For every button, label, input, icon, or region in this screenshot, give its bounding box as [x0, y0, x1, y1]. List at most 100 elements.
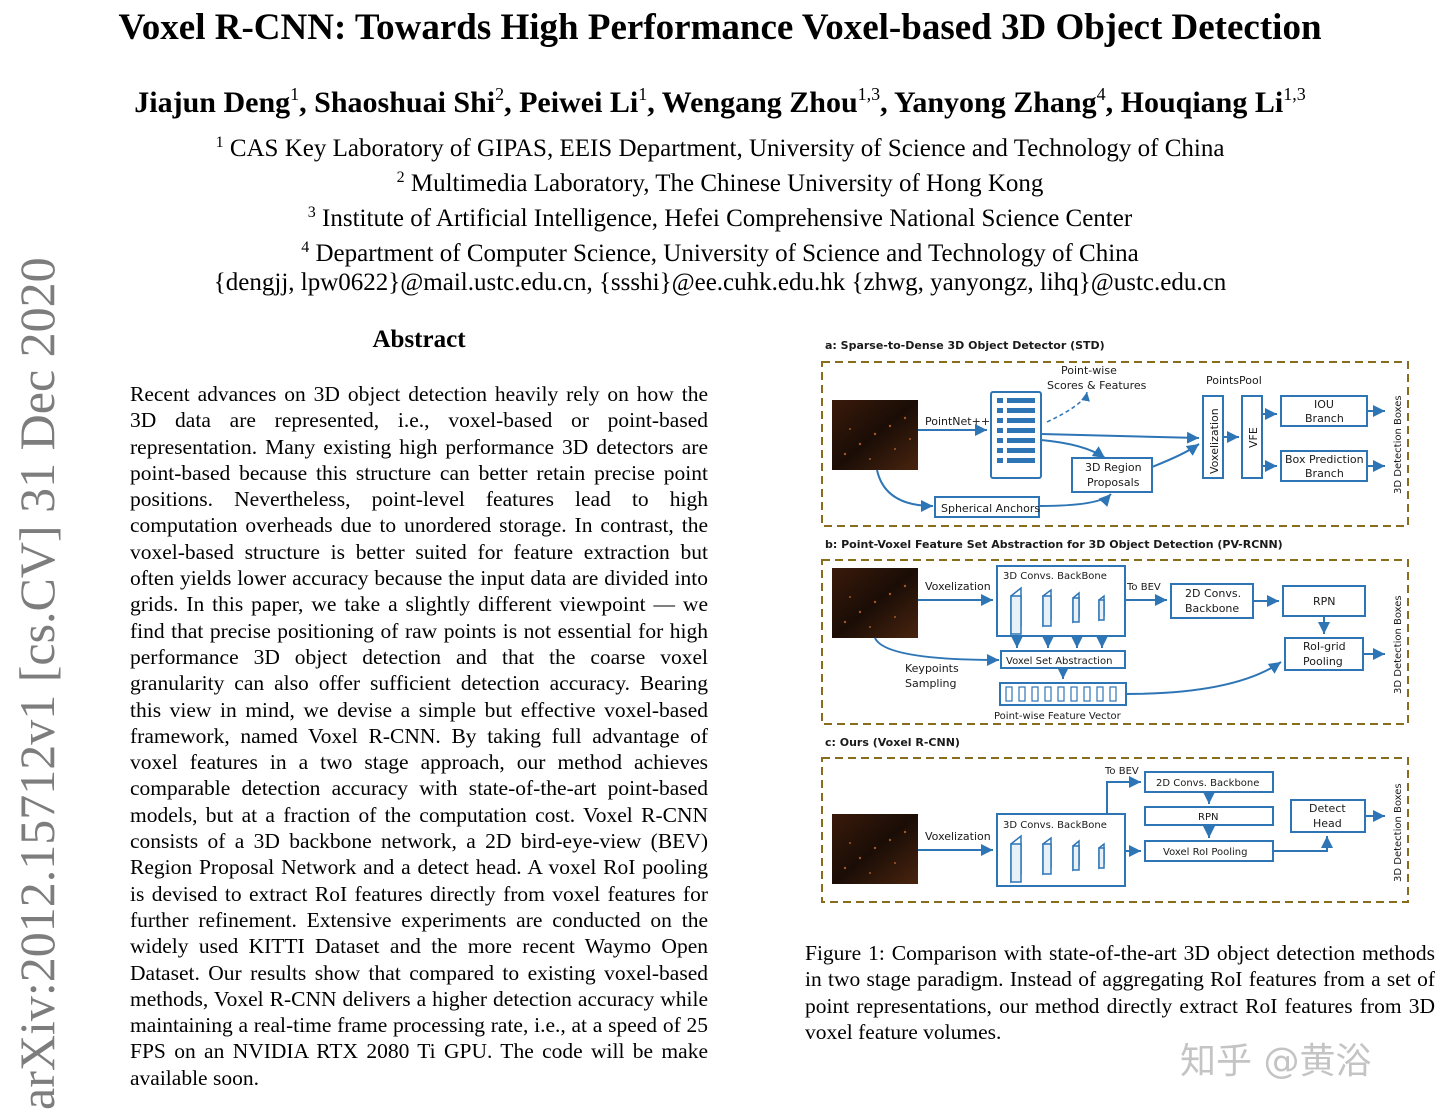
point-cloud-dots	[843, 416, 911, 460]
affiliations: 1 CAS Key Laboratory of GIPAS, EEIS Depa…	[0, 128, 1440, 297]
affil-text: CAS Key Laboratory of GIPAS, EEIS Depart…	[229, 135, 1225, 162]
affiliation-line: 4 Department of Computer Science, Univer…	[0, 233, 1440, 268]
pointnet-label: PointNet++	[925, 415, 990, 428]
arxiv-identifier: arXiv:2012.15712v1 [cs.CV] 31 Dec 2020	[9, 257, 65, 1110]
zhihu-watermark: 知乎 @黄浴	[1180, 1041, 1372, 1082]
arrow	[1273, 836, 1333, 852]
region-proposals-label: Proposals	[1087, 476, 1140, 489]
arrow	[1151, 443, 1200, 468]
feature-stack-cells	[997, 398, 1035, 463]
panel-a-label: a: Sparse-to-Dense 3D Object Detector (S…	[825, 339, 1105, 352]
vfe-box	[1241, 395, 1263, 479]
voxel-roi-pooling-label: Voxel RoI Pooling	[1163, 847, 1248, 858]
feature-vector-cells	[1005, 686, 1117, 702]
author-affil-mark: 4	[1096, 84, 1106, 104]
method-comparison-diagram: a: Sparse-to-Dense 3D Object Detector (S…	[821, 339, 1409, 903]
abstract-body: Recent advances on 3D object detection h…	[130, 382, 708, 1090]
backbone-2d-box	[1170, 583, 1254, 619]
affil-mark: 3	[307, 204, 316, 221]
author-name: Yanyong Zhang	[894, 86, 1097, 119]
arrow	[874, 637, 1000, 666]
rpn-box	[1282, 585, 1366, 617]
backbone-3d-label: 3D Convs. BackBone	[1003, 820, 1107, 831]
voxelization-label: Voxelization	[1208, 408, 1221, 474]
arrow	[1038, 493, 1112, 507]
rpn-label: RPN	[1313, 595, 1336, 608]
author-name: Jiajun Deng	[134, 86, 291, 119]
backbone-2d-label: Backbone	[1185, 602, 1239, 615]
point-cloud-dots	[843, 584, 907, 628]
to-bev-label: To BEV	[1126, 582, 1161, 593]
backbone-2d-label: 2D Convs.	[1185, 587, 1241, 600]
affiliation-line: 1 CAS Key Laboratory of GIPAS, EEIS Depa…	[0, 128, 1440, 163]
voxelization-label: Voxelization	[925, 580, 991, 593]
to-bev-label: To BEV	[1104, 766, 1139, 777]
pointwise-scores-label: Point-wise	[1061, 364, 1117, 377]
abstract-heading: Abstract	[372, 326, 466, 353]
pointwise-feature-stack	[990, 391, 1042, 479]
keypoints-label: Keypoints	[905, 662, 959, 675]
vsa-label: Voxel Set Abstraction	[1006, 656, 1112, 667]
affil-mark: 4	[301, 239, 310, 256]
voxelization-label: Voxelization	[925, 830, 991, 843]
panel-c-label: c: Ours (Voxel R-CNN)	[825, 736, 960, 749]
author-affil-mark: 1	[290, 84, 300, 104]
roi-grid-label: Pooling	[1303, 655, 1343, 668]
roi-grid-label: RoI-grid	[1303, 640, 1346, 653]
author-affil-mark: 1	[638, 84, 648, 104]
detect-head-label: Head	[1313, 817, 1342, 830]
affiliation-line: 2 Multimedia Laboratory, The Chinese Uni…	[0, 163, 1440, 198]
pointwise-scores-label: Scores & Features	[1047, 379, 1147, 392]
affil-mark: 2	[396, 169, 405, 186]
output-label: 3D Detection Boxes	[1393, 395, 1404, 494]
detect-head-label: Detect	[1309, 802, 1346, 815]
conv-volumes	[1010, 586, 1105, 636]
iou-branch-label: IOU	[1314, 398, 1334, 411]
dashed-arrow	[1046, 391, 1090, 423]
roi-grid-pooling-box	[1284, 637, 1364, 671]
vfe-label: VFE	[1247, 427, 1260, 448]
author-name: Houqiang Li	[1120, 86, 1284, 119]
figure-1: a: Sparse-to-Dense 3D Object Detector (S…	[815, 334, 1425, 914]
point-cloud-dots	[843, 830, 907, 874]
affil-mark: 1	[215, 134, 224, 151]
output-label: 3D Detection Boxes	[1393, 783, 1404, 882]
author-name: Wengang Zhou	[661, 86, 858, 119]
author-affil-mark: 1,3	[1283, 84, 1306, 104]
spherical-anchors-label: Spherical Anchors	[941, 502, 1040, 515]
author-name: Shaoshuai Shi	[314, 86, 496, 119]
conv-volumes	[1010, 834, 1105, 884]
box-prediction-label: Branch	[1305, 467, 1344, 480]
figure-caption: Figure 1: Comparison with state-of-the-a…	[805, 941, 1435, 1044]
panel-b-label: b: Point-Voxel Feature Set Abstraction f…	[825, 538, 1283, 551]
author-affil-mark: 2	[495, 84, 505, 104]
affiliation-line: 3 Institute of Artificial Intelligence, …	[0, 198, 1440, 233]
email-line[interactable]: {dengjj, lpw0622}@mail.ustc.edu.cn, {sss…	[213, 269, 1227, 296]
box-prediction-branch-box	[1280, 450, 1368, 482]
arrow	[1125, 661, 1282, 695]
arrow	[1040, 431, 1200, 444]
region-proposals-box	[1071, 457, 1153, 493]
paper-title: Voxel R-CNN: Towards High Performance Vo…	[118, 7, 1322, 48]
author-name: Peiwei Li	[519, 86, 639, 119]
pointspool-label: PointsPool	[1206, 374, 1262, 387]
vsa-arrows	[1011, 636, 1108, 648]
iou-branch-label: Branch	[1305, 412, 1344, 425]
rpn-label: RPN	[1198, 812, 1218, 823]
author-affil-mark: 1,3	[857, 84, 881, 104]
backbone-2d-label: 2D Convs. Backbone	[1156, 778, 1259, 789]
panel-c-frame	[821, 757, 1409, 903]
keypoints-label: Sampling	[905, 677, 957, 690]
affil-text: Institute of Artificial Intelligence, He…	[322, 205, 1133, 232]
arrow	[876, 469, 934, 512]
pointwise-vector-label: Point-wise Feature Vector	[994, 711, 1122, 722]
arrow	[1106, 776, 1141, 814]
author-list: Jiajun Deng1, Shaoshuai Shi2, Peiwei Li1…	[134, 84, 1306, 119]
backbone-3d-label: 3D Convs. BackBone	[1003, 571, 1107, 582]
arrow	[1040, 439, 1106, 459]
output-label: 3D Detection Boxes	[1393, 595, 1404, 694]
panel-b-frame	[821, 559, 1409, 725]
affil-text: Multimedia Laboratory, The Chinese Unive…	[410, 170, 1044, 197]
panel-a-frame	[821, 361, 1409, 527]
box-prediction-label: Box Prediction	[1285, 453, 1364, 466]
